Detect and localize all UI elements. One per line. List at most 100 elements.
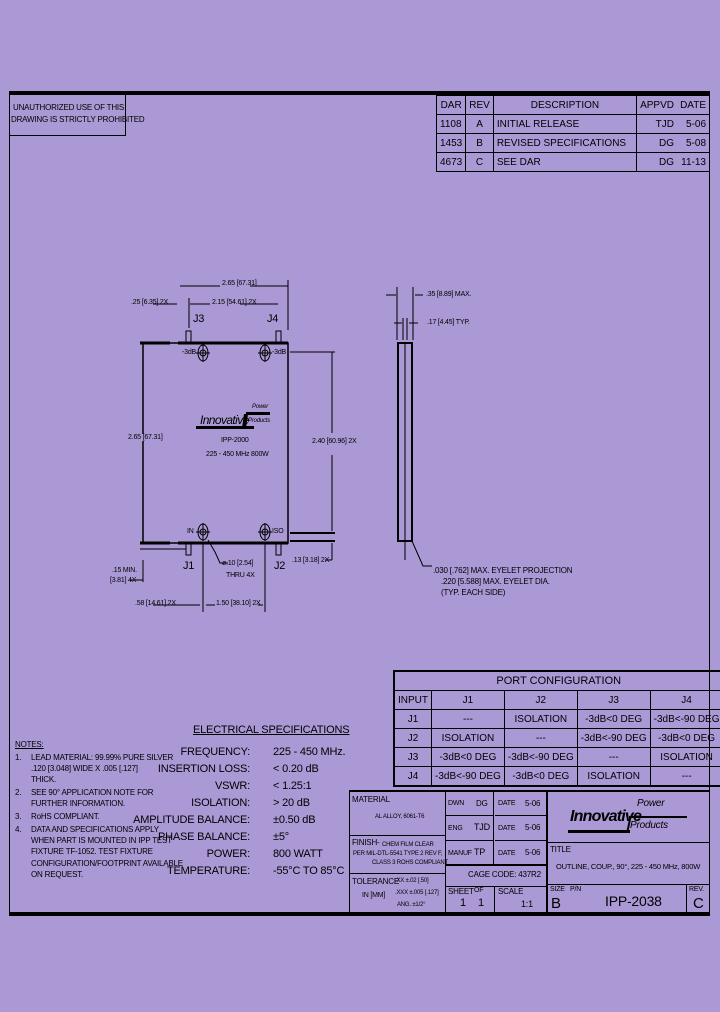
rev-value: C bbox=[693, 895, 704, 912]
port-j1-label: J1 bbox=[183, 560, 195, 572]
port-cell: ISOLATION bbox=[649, 747, 720, 767]
approvals: DWN DG ENG TJD MANUF TP bbox=[446, 792, 494, 864]
cage-code-cell: CAGE CODE: 437R2 bbox=[446, 864, 548, 887]
port-cell: --- bbox=[649, 766, 720, 787]
port-config-header: INPUT J1 J2 J3 J4 bbox=[393, 690, 720, 710]
port-config-row: J3 -3dB<0 DEG -3dB<-90 DEG --- ISOLATION bbox=[393, 747, 720, 767]
logo-power: Power bbox=[637, 798, 665, 809]
tolerance-cell: TOLERANCE IN [MM] .XX ±.02 [.50] .XXX ±.… bbox=[350, 874, 446, 916]
dwn-label: DWN bbox=[448, 800, 465, 807]
port-cell: ISOLATION bbox=[576, 766, 651, 787]
port-col-j1: J1 bbox=[431, 690, 505, 710]
spec-value: 800 WATT bbox=[273, 848, 323, 860]
finish-cell: FINISH- CHEM FILM CLEAR PER MIL-DTL-5541… bbox=[350, 836, 448, 874]
note-num: 4. bbox=[15, 825, 22, 834]
port-cell: -3dB<-90 DEG bbox=[576, 728, 651, 748]
dim-port-spacing: 2.15 [54.61] 2X bbox=[212, 299, 257, 306]
port-config-table: PORT CONFIGURATION INPUT J1 J2 J3 J4 J1 … bbox=[393, 670, 720, 787]
size-value: B bbox=[551, 895, 561, 912]
port-cell: --- bbox=[431, 709, 505, 729]
tolerance-xxx: .XXX ±.005 [.127] bbox=[395, 890, 439, 896]
finish-line: CHEM FILM CLEAR bbox=[382, 842, 434, 848]
body-part-spec: 225 - 450 MHz 800W bbox=[206, 451, 269, 458]
spec-label: AMPLITUDE BALANCE: bbox=[133, 814, 250, 826]
port-col-j3: J3 bbox=[576, 690, 651, 710]
port-cell: -3dB<0 DEG bbox=[576, 709, 651, 729]
date-label: DATE bbox=[498, 850, 516, 857]
drawing-title: OUTLINE, COUP., 90°, 225 - 450 MHz, 800W bbox=[556, 862, 701, 871]
dim-hole-pitch: 1.50 [38.10] 2X bbox=[216, 600, 261, 607]
date-label: DATE bbox=[498, 825, 516, 832]
port-cell: --- bbox=[576, 747, 651, 767]
port-cell: -3dB<0 DEG bbox=[431, 747, 505, 767]
eng-value: TJD bbox=[474, 822, 490, 832]
title-block: MATERIAL AL ALLOY, 6061-T6 FINISH- CHEM … bbox=[349, 790, 710, 916]
spec-label: TEMPERATURE: bbox=[167, 865, 250, 877]
tolerance-xx: .XX ±.02 [.50] bbox=[395, 878, 429, 884]
port-j4-label: J4 bbox=[267, 313, 279, 325]
dim-pin-offset: .13 [3.18] 2X bbox=[292, 557, 330, 564]
port-cell: --- bbox=[503, 728, 578, 748]
port-label-tr: -3dB bbox=[272, 349, 286, 356]
dim-hole-spacing: 2.40 [60.96] 2X bbox=[312, 438, 357, 445]
port-col-j4: J4 bbox=[649, 690, 720, 710]
rev-description: SEE DAR bbox=[492, 152, 638, 172]
manuf-date: 5-06 bbox=[525, 848, 541, 857]
title-cell: TITLE OUTLINE, COUP., 90°, 225 - 450 MHz… bbox=[548, 843, 709, 885]
note-num: 1. bbox=[15, 753, 22, 762]
port-label-bl: IN bbox=[187, 528, 194, 535]
notes-title: NOTES: bbox=[15, 740, 44, 749]
port-config-row: J2 ISOLATION --- -3dB<-90 DEG -3dB<0 DEG bbox=[393, 728, 720, 748]
port-cell: -3dB<-90 DEG bbox=[431, 766, 505, 787]
part-number: IPP-2038 bbox=[605, 893, 662, 909]
rev-label: REV. bbox=[689, 886, 704, 893]
spec-label: FREQUENCY: bbox=[180, 746, 250, 758]
dim-overall-width: 2.65 [67.31] bbox=[222, 280, 257, 287]
rev-date: 11-13 bbox=[677, 152, 710, 172]
eyelet-note-2: .220 [5.588] MAX. EYELET DIA. bbox=[441, 577, 550, 586]
tolerance-label: TOLERANCE bbox=[352, 877, 399, 886]
eng-date: 5-06 bbox=[525, 823, 541, 832]
spec-label: ISOLATION: bbox=[191, 797, 250, 809]
port-cell: -3dB<-90 DEG bbox=[503, 747, 578, 767]
sheet-cell: SHEET OF 1 1 bbox=[446, 886, 495, 916]
port-config-row: J1 --- ISOLATION -3dB<0 DEG -3dB<-90 DEG bbox=[393, 709, 720, 729]
logo-products: Products bbox=[630, 820, 668, 831]
port-col-input: INPUT bbox=[393, 690, 432, 710]
of-label: OF bbox=[474, 887, 484, 894]
pn-cell: SIZE B P/N IPP-2038 bbox=[548, 885, 687, 916]
spec-label: PHASE BALANCE: bbox=[158, 831, 250, 843]
note-line: .120 [3.048] WIDE X .005 [.127] bbox=[31, 764, 138, 773]
port-input: J1 bbox=[393, 709, 432, 729]
title-label: TITLE bbox=[550, 845, 571, 854]
dim-hole-edge: .58 [14.61] 2X bbox=[135, 600, 176, 607]
side-thickness: .35 [8.89] MAX. bbox=[426, 291, 472, 298]
dates: DATE 5-06 DATE 5-06 DATE 5-06 bbox=[495, 792, 548, 864]
sheet-label: SHEET bbox=[448, 887, 474, 896]
dim-edge-offset: .25 [6.35] 2X bbox=[131, 299, 169, 306]
note-line: SEE 90° APPLICATION NOTE FOR bbox=[31, 788, 154, 797]
body-logo-products: Products bbox=[248, 418, 271, 424]
port-col-j2: J2 bbox=[503, 690, 578, 710]
spec-value: 225 - 450 MHz. bbox=[273, 746, 346, 758]
spec-value: > 20 dB bbox=[273, 797, 310, 809]
port-label-tl: -3dB bbox=[182, 349, 196, 356]
port-input: J3 bbox=[393, 747, 432, 767]
finish-line: PER MIL-DTL-5541 TYPE 2 REV F, bbox=[353, 851, 443, 857]
dim-lead-min-mm: [3.81] 4X bbox=[110, 577, 137, 584]
revision-row: 4673 C SEE DAR DG 11-13 bbox=[435, 152, 710, 172]
note-line: FIXTURE TF-1052. TEST FIXTURE bbox=[31, 847, 153, 856]
side-lead: .17 [4.45] TYP. bbox=[427, 319, 470, 326]
spec-value: < 0.20 dB bbox=[273, 763, 319, 775]
electrical-specs-title: ELECTRICAL SPECIFICATIONS bbox=[193, 724, 350, 736]
material-cell: MATERIAL AL ALLOY, 6061-T6 bbox=[350, 792, 446, 836]
port-cell: -3dB<0 DEG bbox=[649, 728, 720, 748]
spec-value: -55°C TO 85°C bbox=[273, 865, 345, 877]
manuf-value: TP bbox=[474, 847, 486, 857]
eng-label: ENG bbox=[448, 825, 463, 832]
finish-label: FINISH- bbox=[352, 838, 380, 847]
drawing-frame bbox=[9, 91, 710, 916]
note-num: 3. bbox=[15, 812, 22, 821]
port-label-br: ISO bbox=[272, 528, 284, 535]
